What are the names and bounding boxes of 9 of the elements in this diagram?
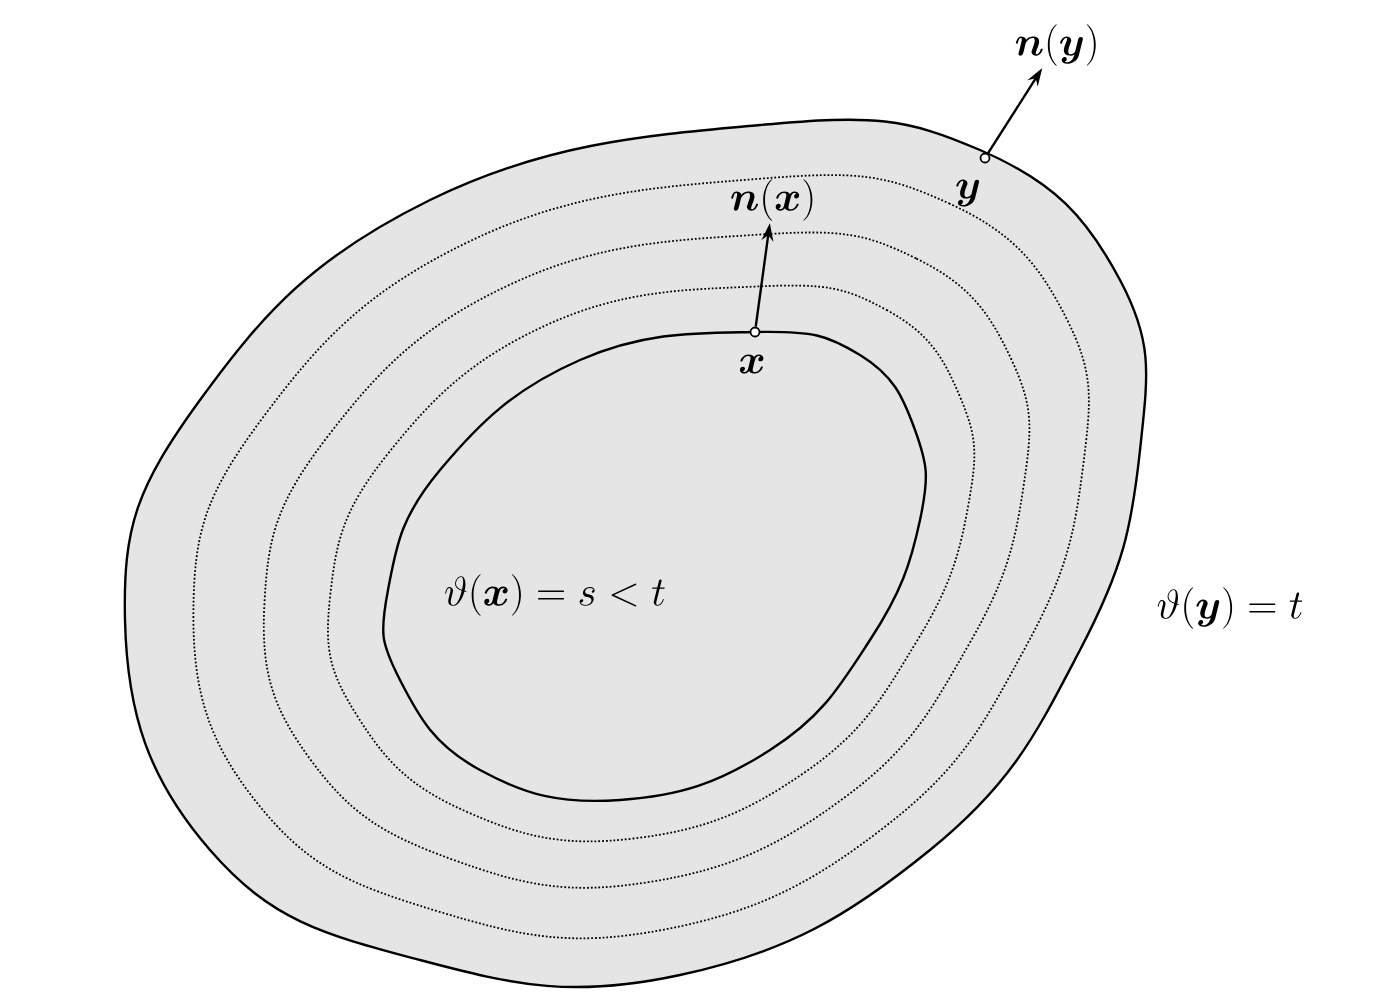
formula-label: $\boldsymbol{x}$ bbox=[739, 354, 764, 374]
formula-label: $\boldsymbol{y}$ bbox=[956, 179, 980, 207]
point-marker bbox=[979, 152, 991, 164]
formula-label: $\boldsymbol{n}(\boldsymbol{x})$ bbox=[731, 179, 813, 221]
region bbox=[123, 118, 1148, 989]
formula-label: $\vartheta(\boldsymbol{y}) = t$ bbox=[1157, 587, 1303, 629]
formula-label: $\vartheta(\boldsymbol{x}) = s < t$ bbox=[445, 574, 665, 616]
point-marker bbox=[749, 326, 761, 338]
formula-label: $\boldsymbol{n}(\boldsymbol{y})$ bbox=[1015, 24, 1096, 66]
